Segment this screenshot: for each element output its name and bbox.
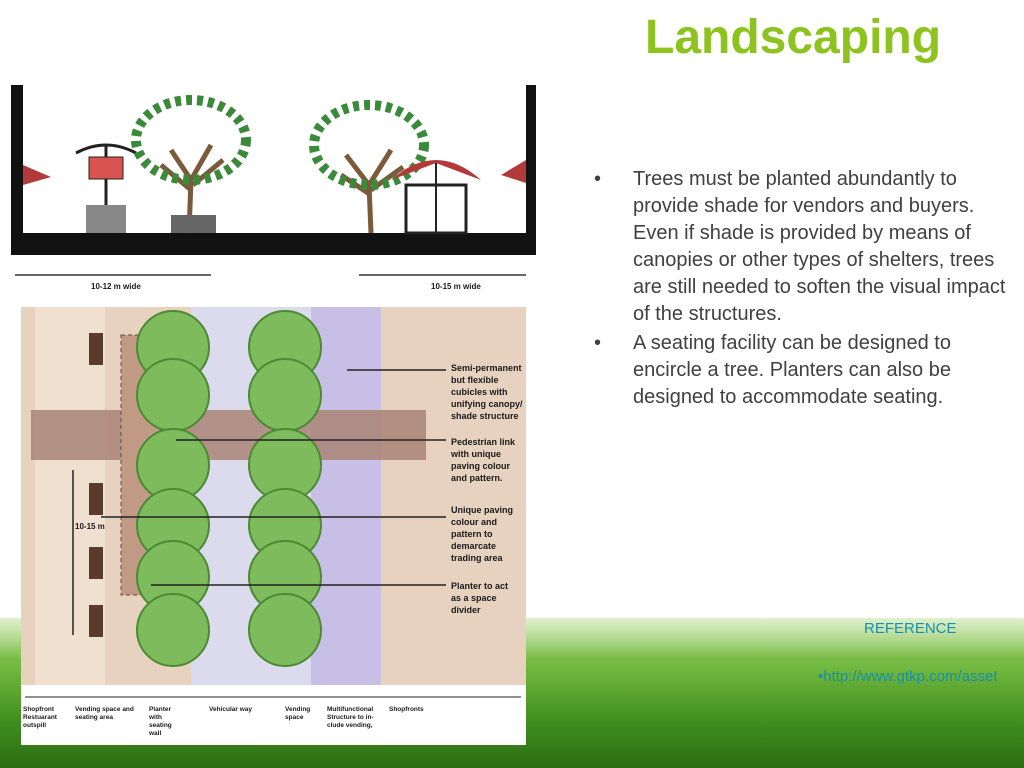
vending-space-right bbox=[311, 307, 381, 705]
bottom-label-shopfront: Shopfront Restuarant outspill bbox=[23, 706, 58, 729]
right-awning bbox=[501, 160, 526, 183]
svg-text:trading area: trading area bbox=[451, 553, 504, 563]
svg-text:seating area: seating area bbox=[75, 714, 113, 721]
svg-text:colour and: colour and bbox=[451, 517, 497, 527]
vertical-dim-label: 10-15 m bbox=[75, 522, 105, 531]
callout-pedestrian-link: Pedestrian link with unique paving colou… bbox=[450, 437, 516, 483]
bullet-item: • A seating facility can be designed to … bbox=[590, 330, 1010, 411]
svg-text:but flexible: but flexible bbox=[451, 375, 499, 385]
plan-trees-left bbox=[136, 310, 210, 667]
callout-semi-permanent: Semi-permanent but flexible cubicles wit… bbox=[451, 363, 523, 421]
bullet-item: • Trees must be planted abundantly to pr… bbox=[590, 166, 1010, 328]
bullet-list: • Trees must be planted abundantly to pr… bbox=[590, 166, 1010, 413]
bottom-label-strip bbox=[21, 685, 526, 745]
bullet-text: Trees must be planted abundantly to prov… bbox=[633, 168, 1006, 325]
svg-text:unifying canopy/: unifying canopy/ bbox=[451, 399, 523, 409]
bottom-label-shopfronts: Shopfronts bbox=[389, 706, 424, 713]
svg-text:Multifunctional: Multifunctional bbox=[327, 706, 373, 713]
bottom-label-vehicular: Vehicular way bbox=[209, 706, 252, 713]
svg-text:with unique: with unique bbox=[450, 449, 501, 459]
svg-text:space: space bbox=[285, 714, 304, 721]
section-tree-right bbox=[309, 100, 429, 234]
slide-title: Landscaping bbox=[645, 11, 942, 64]
svg-text:Vending space and: Vending space and bbox=[75, 706, 134, 713]
bottom-label-vending-space: Vending space bbox=[285, 706, 310, 721]
svg-text:Structure to in-: Structure to in- bbox=[327, 714, 374, 721]
section-dim-right: 10-15 m wide bbox=[431, 282, 481, 291]
landscape-diagram: 10-12 m wide 10-15 m wide 10-15 m bbox=[11, 85, 536, 745]
svg-text:Unique paving: Unique paving bbox=[451, 505, 513, 515]
bullet-dot: • bbox=[594, 332, 602, 354]
bullet-text: A seating facility can be designed to en… bbox=[633, 332, 951, 408]
svg-text:clude vending,: clude vending, bbox=[327, 722, 373, 729]
svg-text:and pattern.: and pattern. bbox=[451, 473, 503, 483]
section-tree-left bbox=[131, 95, 251, 234]
svg-text:paving colour: paving colour bbox=[451, 461, 511, 471]
svg-text:Planter to act: Planter to act bbox=[451, 581, 508, 591]
left-kiosk bbox=[75, 143, 137, 233]
svg-text:cubicles with: cubicles with bbox=[451, 387, 508, 397]
section-dim-left: 10-12 m wide bbox=[91, 282, 141, 291]
callout-unique-paving: Unique paving colour and pattern to dema… bbox=[451, 505, 513, 563]
plan-trees-right bbox=[248, 310, 322, 667]
left-building bbox=[11, 85, 23, 255]
plan-people bbox=[89, 333, 103, 637]
svg-text:divider: divider bbox=[451, 605, 481, 615]
right-canopy bbox=[391, 160, 481, 235]
right-building bbox=[526, 85, 536, 255]
svg-text:Planter: Planter bbox=[149, 706, 172, 713]
svg-text:Pedestrian link: Pedestrian link bbox=[451, 437, 516, 447]
bullet-dot: • bbox=[594, 168, 602, 190]
svg-text:shade structure: shade structure bbox=[451, 411, 519, 421]
bottom-label-multifunctional: Multifunctional Structure to in- clude v… bbox=[327, 706, 374, 729]
callout-arrows bbox=[101, 369, 446, 586]
reference-link[interactable]: •http://www.gtkp.com/asset bbox=[818, 668, 998, 685]
pedestrian-link bbox=[31, 410, 426, 460]
reference-label: REFERENCE bbox=[864, 620, 957, 637]
callout-planter: Planter to act as a space divider bbox=[451, 581, 508, 615]
svg-text:Shopfront: Shopfront bbox=[23, 706, 55, 713]
svg-text:Vehicular way: Vehicular way bbox=[209, 706, 252, 713]
svg-text:Shopfronts: Shopfronts bbox=[389, 706, 424, 713]
svg-text:Vending: Vending bbox=[285, 706, 310, 713]
svg-text:outspill: outspill bbox=[23, 722, 46, 729]
svg-text:Restuarant: Restuarant bbox=[23, 714, 58, 721]
svg-text:seating: seating bbox=[149, 722, 172, 729]
section-background bbox=[11, 85, 536, 300]
svg-text:as a space: as a space bbox=[451, 593, 497, 603]
left-awning bbox=[23, 165, 51, 185]
svg-text:Semi-permanent: Semi-permanent bbox=[451, 363, 522, 373]
svg-text:with: with bbox=[148, 714, 162, 721]
ground-line bbox=[11, 233, 536, 255]
svg-text:pattern to: pattern to bbox=[451, 529, 493, 539]
svg-text:demarcate: demarcate bbox=[451, 541, 496, 551]
bottom-label-planter: Planter with seating wall bbox=[148, 706, 172, 737]
svg-text:wall: wall bbox=[148, 730, 161, 737]
bottom-label-vending-seating: Vending space and seating area bbox=[75, 706, 134, 721]
